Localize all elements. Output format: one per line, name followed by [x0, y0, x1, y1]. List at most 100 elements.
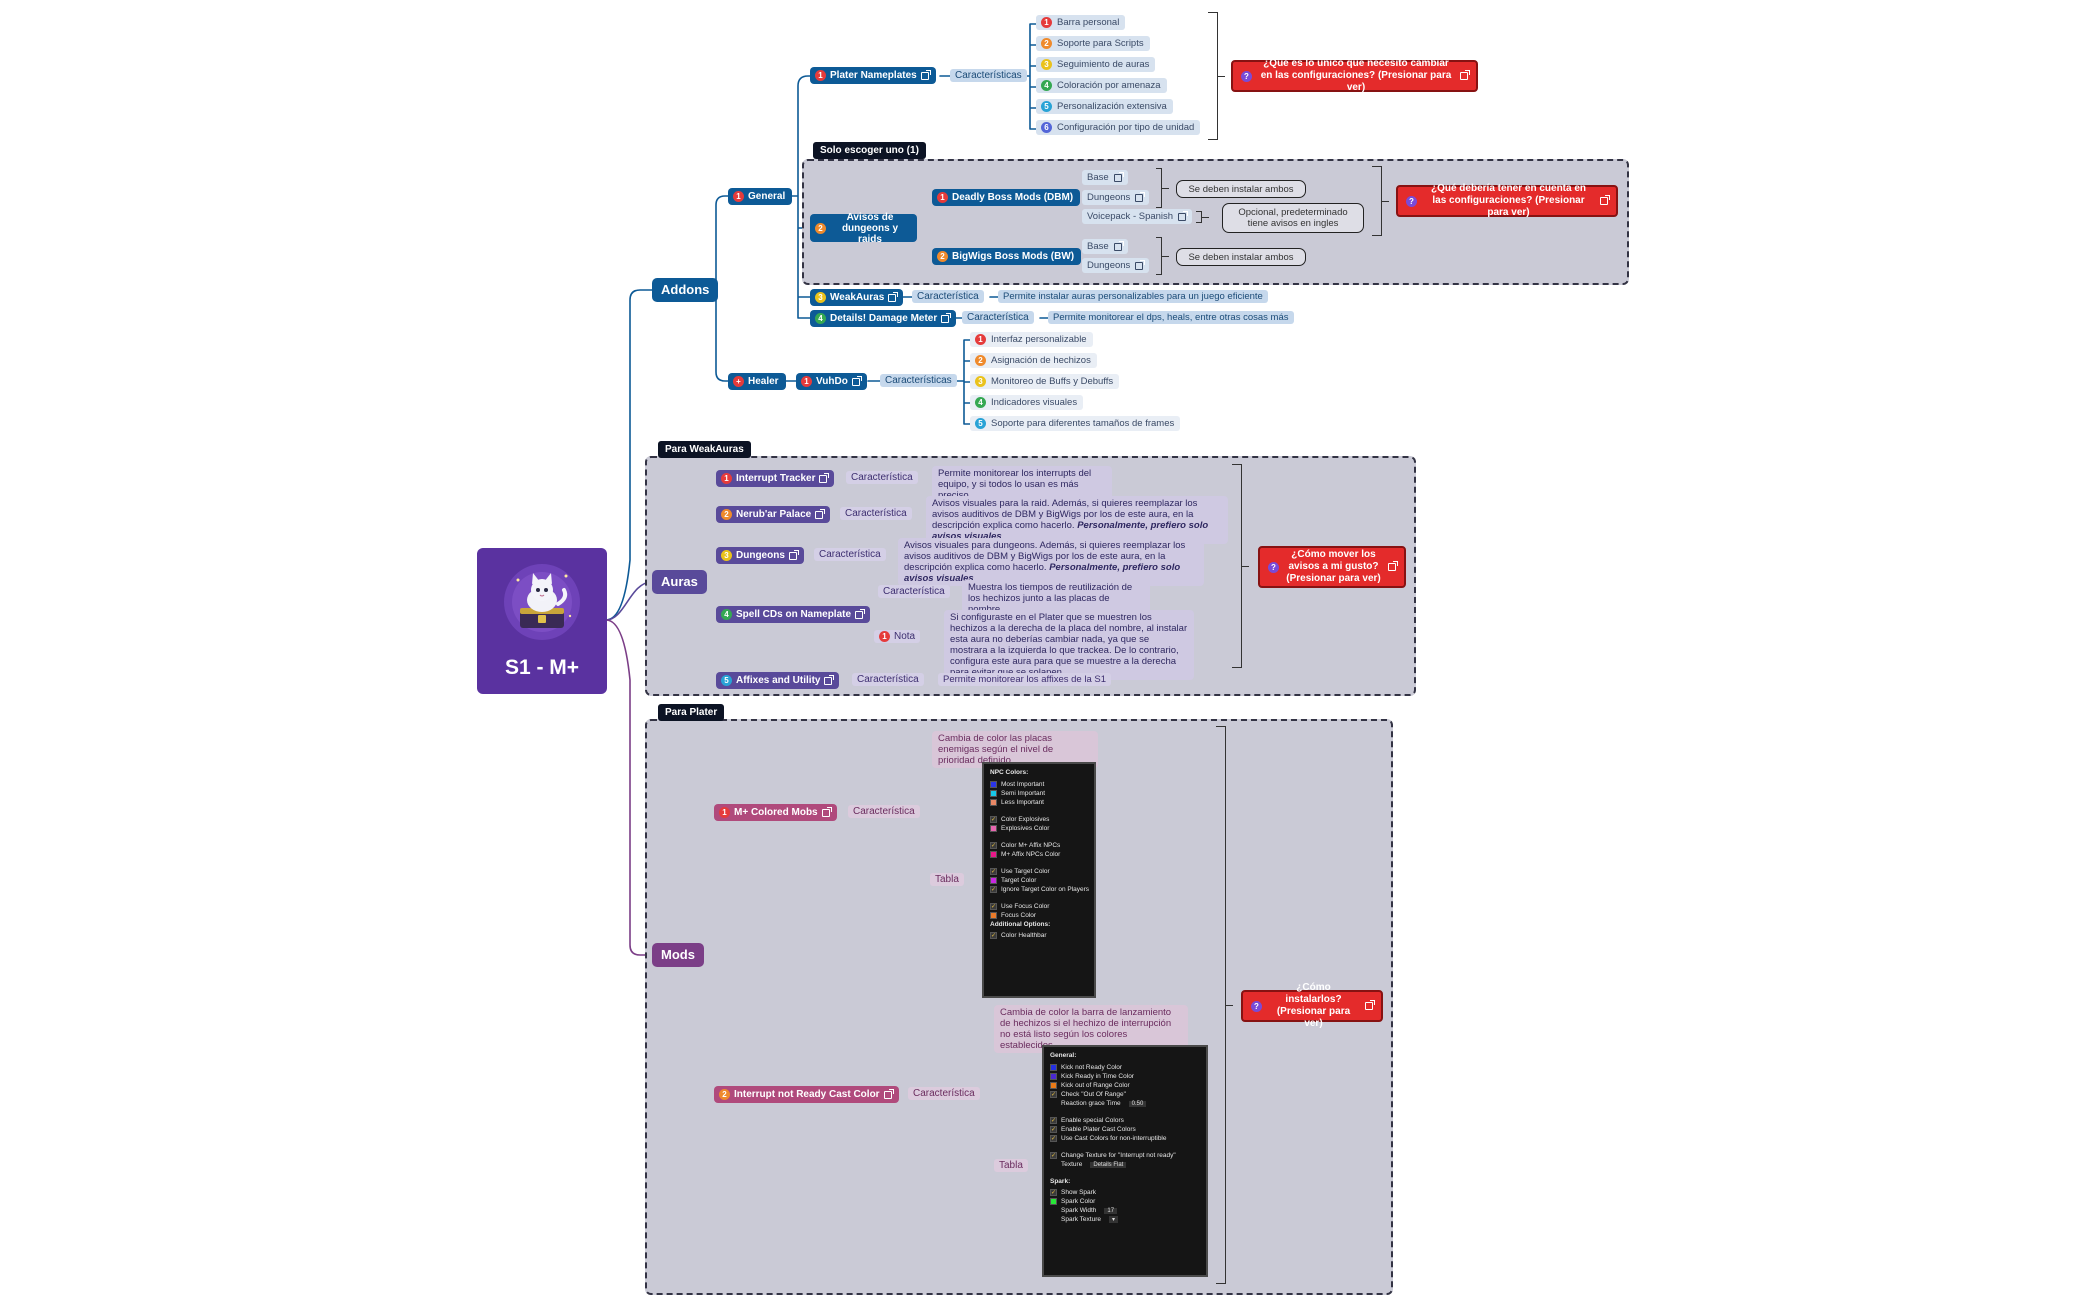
- checkbox[interactable]: ✓: [990, 842, 997, 849]
- node-general[interactable]: 1 General: [728, 188, 793, 205]
- color-swatch[interactable]: [990, 799, 997, 806]
- color-swatch[interactable]: [990, 912, 997, 919]
- node-avisos-dungeons[interactable]: 2 Avisos de dungeons y raids: [810, 212, 917, 245]
- table-input[interactable]: 17: [1104, 1207, 1118, 1214]
- aura-affixes-utility[interactable]: 5 Affixes and Utility: [716, 672, 840, 689]
- dbm-item-base[interactable]: Base: [1082, 170, 1128, 185]
- node-dbm[interactable]: 1 Deadly Boss Mods (DBM): [932, 189, 1081, 206]
- mod-colored-mobs[interactable]: 1 M+ Colored Mobs: [714, 804, 837, 821]
- frame-tag-weakauras: Para WeakAuras: [658, 441, 751, 458]
- aura-dungeons[interactable]: 3 Dungeons: [716, 547, 804, 564]
- color-swatch[interactable]: [1050, 1082, 1057, 1089]
- external-link-icon[interactable]: [824, 674, 835, 685]
- bw-item-dungeons[interactable]: Dungeons: [1082, 258, 1150, 273]
- desc-aura-nerubar: Avisos visuales para la raid. Además, si…: [926, 496, 1228, 544]
- external-link-icon[interactable]: [1460, 70, 1470, 80]
- row-marker[interactable]: [1050, 1161, 1057, 1168]
- checkbox[interactable]: ✓: [990, 932, 997, 939]
- color-swatch[interactable]: [990, 825, 997, 832]
- branch-mods[interactable]: Mods: [652, 943, 704, 967]
- table-row: Spark Texture▾: [1050, 1215, 1200, 1224]
- desc-details: Permite monitorear el dps, heals, entre …: [1048, 311, 1294, 324]
- frame-tag-solo: Solo escoger uno (1): [813, 142, 926, 159]
- checkbox[interactable]: ✓: [1050, 1152, 1057, 1159]
- node-details[interactable]: 4 Details! Damage Meter: [810, 310, 957, 327]
- color-swatch[interactable]: [1050, 1073, 1057, 1080]
- external-link-icon[interactable]: [920, 69, 931, 80]
- branch-addons[interactable]: Addons: [652, 278, 719, 302]
- question-plater-config[interactable]: ? ¿Qué es lo único que necesito cambiar …: [1231, 58, 1478, 93]
- external-link-icon[interactable]: [888, 291, 899, 302]
- label-plater-caracteristicas: Características: [950, 69, 1027, 82]
- aura-interrupt-tracker[interactable]: 1 Interrupt Tracker: [716, 470, 835, 487]
- external-link-icon[interactable]: [855, 608, 866, 619]
- table-row-text: Use Target Color: [1001, 868, 1050, 875]
- checkbox[interactable]: ✓: [990, 816, 997, 823]
- branch-auras[interactable]: Auras: [652, 570, 707, 594]
- color-swatch[interactable]: [990, 790, 997, 797]
- node-bigwigs[interactable]: 2 BigWigs Boss Mods (BW): [932, 248, 1082, 265]
- checkbox[interactable]: ✓: [1050, 1117, 1057, 1124]
- external-link-icon[interactable]: [821, 806, 832, 817]
- node-weakauras[interactable]: 3 WeakAuras: [810, 289, 904, 306]
- dbm-item-dungeons[interactable]: Dungeons: [1082, 190, 1150, 205]
- label-kick-tabla: Tabla: [994, 1159, 1028, 1172]
- checkbox[interactable]: ✓: [990, 868, 997, 875]
- question-auras-move[interactable]: ? ¿Cómo mover los avisos a mi gusto? (Pr…: [1258, 546, 1406, 588]
- node-plater-nameplates[interactable]: 1 Plater Nameplates: [810, 67, 936, 84]
- table-row: ✓Check "Out Of Range": [1050, 1090, 1200, 1099]
- table-spacer: [990, 894, 1088, 902]
- color-swatch[interactable]: [990, 851, 997, 858]
- checkbox[interactable]: ✓: [1050, 1135, 1057, 1142]
- checkbox[interactable]: ✓: [1050, 1091, 1057, 1098]
- root-node[interactable]: S1 - M+: [477, 548, 607, 694]
- question-dungeons-config[interactable]: ? ¿Qué debería tener en cuenta en las co…: [1396, 183, 1618, 218]
- external-link-icon[interactable]: [883, 1088, 894, 1099]
- table-input[interactable]: Details Flat: [1090, 1161, 1127, 1168]
- checkbox[interactable]: ✓: [1050, 1189, 1057, 1196]
- checkbox[interactable]: ✓: [990, 903, 997, 910]
- row-marker[interactable]: [1050, 1207, 1057, 1214]
- external-link-icon[interactable]: [1600, 195, 1610, 205]
- mod-interrupt-cast-color[interactable]: 2 Interrupt not Ready Cast Color: [714, 1086, 899, 1103]
- aura-spell-cds[interactable]: 4 Spell CDs on Nameplate: [716, 606, 871, 623]
- table-row-text: Enable Plater Cast Colors: [1061, 1126, 1136, 1133]
- table-input[interactable]: 0.50: [1128, 1100, 1147, 1107]
- color-swatch[interactable]: [990, 781, 997, 788]
- external-link-icon[interactable]: [851, 375, 862, 386]
- table-row: ✓Show Spark: [1050, 1188, 1200, 1197]
- row-marker[interactable]: [1050, 1100, 1057, 1107]
- external-link-icon[interactable]: [1388, 561, 1398, 571]
- checkbox[interactable]: ✓: [1050, 1126, 1057, 1133]
- row-marker[interactable]: [1050, 1216, 1057, 1223]
- color-swatch[interactable]: [1050, 1064, 1057, 1071]
- table-row: Texture Details Flat: [1050, 1160, 1200, 1169]
- color-swatch[interactable]: [990, 877, 997, 884]
- label-colored-tabla: Tabla: [930, 873, 964, 886]
- table-row-text: Texture: [1061, 1161, 1083, 1168]
- node-healer[interactable]: + Healer: [728, 373, 786, 390]
- number-badge: 4: [815, 313, 826, 324]
- external-link-icon[interactable]: [819, 472, 830, 483]
- checkbox[interactable]: ✓: [990, 886, 997, 893]
- external-link-icon[interactable]: [941, 312, 952, 323]
- table-input[interactable]: ▾: [1108, 1216, 1118, 1223]
- aura-nerubar-palace[interactable]: 2 Nerub'ar Palace: [716, 506, 831, 523]
- node-vuhdo[interactable]: 1 VuhDo: [796, 373, 867, 390]
- table-row: Kick not Ready Color: [1050, 1063, 1200, 1072]
- number-badge: 4: [721, 609, 732, 620]
- external-link-icon[interactable]: [788, 549, 799, 560]
- desc-aura-affixes: Permite monitorear los affixes de la S1: [938, 673, 1111, 686]
- external-link-icon[interactable]: [1365, 1000, 1375, 1010]
- dbm-item-voicepack[interactable]: Voicepack - Spanish: [1082, 209, 1193, 224]
- external-link-icon[interactable]: [815, 508, 826, 519]
- table-row-text: Use Focus Color: [1001, 903, 1050, 910]
- color-swatch[interactable]: [1050, 1198, 1057, 1205]
- table-row: M+ Affix NPCs Color: [990, 850, 1088, 859]
- question-mods-install[interactable]: ? ¿Cómo instalarlos? (Presionar para ver…: [1241, 982, 1383, 1029]
- bw-item-base[interactable]: Base: [1082, 239, 1128, 254]
